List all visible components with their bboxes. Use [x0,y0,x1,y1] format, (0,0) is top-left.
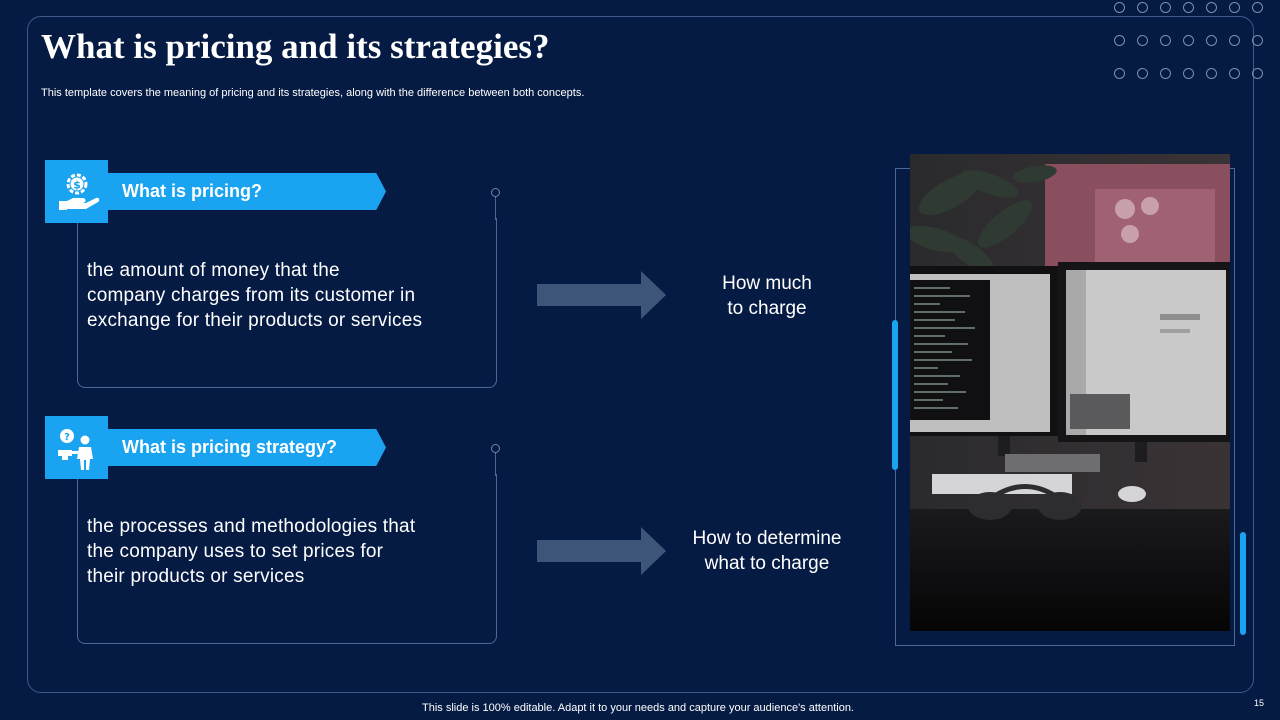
pricing-result-line: How much [722,273,812,294]
pricing-card [77,218,497,388]
slide-footer: This slide is 100% editable. Adapt it to… [422,702,854,714]
pricing-strategy-result-line: what to charge [704,553,830,574]
card-connector-line [495,196,496,220]
pricing-definition-line: company charges from its customer in [87,285,416,306]
pricing-heading-banner: What is pricing? [108,173,386,210]
slide-title: What is pricing and its strategies? [41,27,550,66]
pricing-definition-line: the amount of money that the [87,260,340,281]
pricing-definition-line: exchange for their products or services [87,310,423,331]
svg-text:$: $ [73,178,81,191]
card-connector-line [495,452,496,476]
pricing-result: How much to charge [657,271,877,321]
pricing-heading: What is pricing? [122,181,263,201]
pricing-strategy-definition: the processes and methodologies that the… [87,514,487,589]
decorative-dot-grid [1114,2,1263,79]
pricing-strategy-definition-line: the processes and methodologies that [87,516,416,537]
svg-text:?: ? [64,432,70,443]
pricing-strategy-card [77,474,497,644]
desk-with-monitors-photo [910,154,1230,631]
accent-bar-left [892,320,898,470]
slide-frame [27,16,1254,693]
page-number: 15 [1254,698,1265,708]
pricing-strategy-definition-line: the company uses to set prices for [87,541,384,562]
pricing-strategy-heading: What is pricing strategy? [122,437,338,457]
card-connector-knob [491,444,500,453]
right-arrow-icon [537,271,666,319]
pricing-strategy-result: How to determine what to charge [657,526,877,576]
right-arrow-icon [537,527,666,575]
pricing-definition: the amount of money that the company cha… [87,258,487,333]
accent-bar-right [1240,532,1246,635]
pricing-strategy-definition-line: their products or services [87,566,305,587]
strategy-person-icon: ? [45,416,108,479]
pricing-result-line: to charge [727,298,807,319]
slide-subtitle: This template covers the meaning of pric… [41,87,585,99]
pricing-strategy-result-line: How to determine [692,528,842,549]
card-connector-knob [491,188,500,197]
money-hand-icon: $ [45,160,108,223]
pricing-strategy-heading-banner: What is pricing strategy? [108,429,386,466]
